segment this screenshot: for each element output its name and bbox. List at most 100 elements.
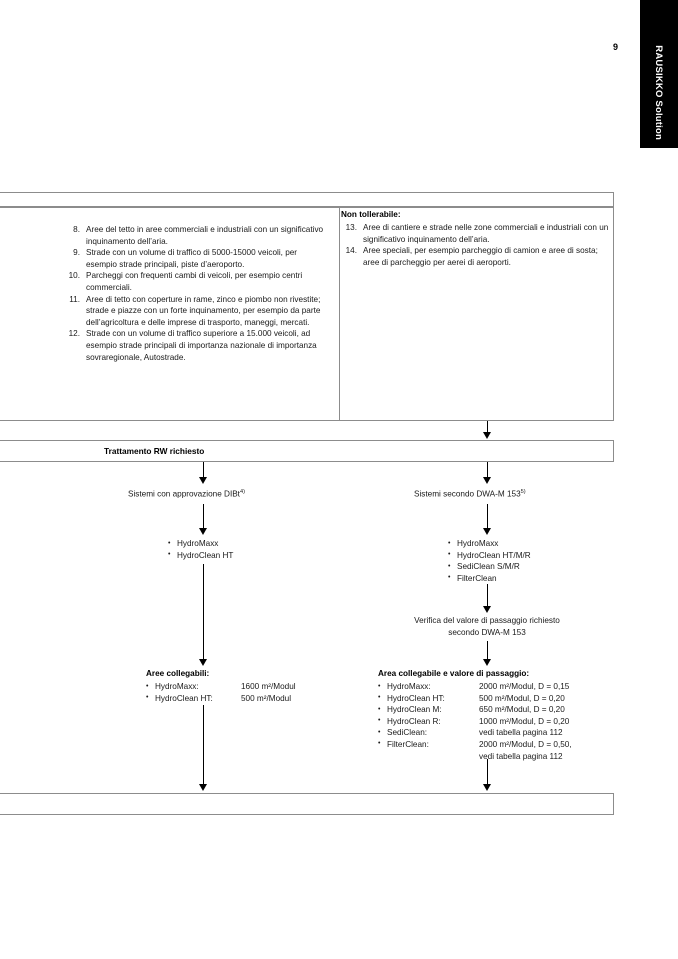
chapter-side-tab-label: RAUSIKKO Solution: [653, 45, 665, 140]
connector-line-right-specs-to-bottom: [487, 759, 488, 785]
left-branch-systems-list: HydroMaxx HydroClean HT: [168, 538, 233, 561]
spec-name: HydroMaxx:: [155, 682, 199, 691]
arrow-head-treatment-to-left-branch: [199, 477, 207, 484]
list-item: 9. Strade con un volume di traffico di 50…: [64, 247, 326, 270]
spec-name: HydroMaxx:: [387, 682, 431, 691]
list-item: HydroClean HT: 500 m²/Modul, D = 0,20: [378, 692, 572, 705]
list-item-number: 14.: [345, 246, 357, 256]
connector-line-left-systems-to-specs: [203, 564, 204, 664]
left-branch-spec-heading: Aree collegabili:: [146, 669, 210, 678]
spec-value: vedi tabella pagina 112: [479, 728, 563, 738]
list-item-text: Aree del tetto in aree commerciali e ind…: [86, 225, 324, 246]
right-branch-title-footnote: 5): [520, 489, 526, 495]
right-branch-note: Verifica del valore di passaggio richies…: [377, 615, 597, 638]
spec-value-continuation: vedi tabella pagina 112: [479, 751, 563, 761]
list-item-text: Aree di cantiere e strade nelle zone com…: [363, 223, 609, 244]
list-item-number: 8.: [73, 225, 80, 234]
spec-name: FilterClean:: [387, 739, 429, 749]
connector-line-left-specs-to-bottom: [203, 705, 204, 785]
arrow-head-right-note-to-specs: [483, 659, 491, 666]
criteria-left-column: 8. Aree del tetto in aree commerciali e i…: [64, 224, 326, 363]
spec-value: 500 m²/Modul: [241, 693, 292, 703]
spec-value: 2000 m²/Modul, D = 0,15: [479, 682, 570, 691]
connector-line-right-systems-to-note: [487, 584, 488, 608]
criteria-box-column-divider: [339, 208, 340, 420]
criteria-box: [0, 207, 614, 421]
list-item-number: 10.: [68, 271, 80, 281]
list-item-text: Aree di tetto con coperture in rame, zin…: [86, 294, 321, 327]
left-branch-title: Sistemi con approvazione DIBt4): [128, 489, 245, 499]
list-item: HydroClean R: 1000 m²/Modul, D = 0,20: [378, 715, 572, 728]
right-branch-note-line-1: Verifica del valore di passaggio richies…: [414, 616, 560, 625]
list-item: HydroMaxx: [448, 538, 531, 550]
list-item-number: 12.: [68, 329, 80, 339]
list-item: 12. Strade con un volume di traffico supe…: [64, 328, 326, 363]
treatment-required-bar: [0, 440, 614, 462]
connector-line-treatment-to-left-branch: [203, 462, 204, 479]
spec-value: 2000 m²/Modul, D = 0,50,: [479, 739, 572, 749]
spec-value: 500 m²/Modul, D = 0,20: [479, 693, 565, 703]
left-branch-title-footnote: 4): [239, 489, 245, 495]
right-branch-note-line-2: secondo DWA-M 153: [448, 627, 526, 637]
list-item: HydroClean HT: 500 m²/Modul: [146, 692, 296, 705]
list-item: HydroClean M: 650 m²/Modul, D = 0,20: [378, 704, 572, 716]
criteria-box-header-strip: [0, 192, 614, 207]
list-item: HydroClean HT/M/R: [448, 549, 531, 562]
bottom-result-bar: [0, 793, 614, 815]
list-item: SediClean S/M/R: [448, 561, 531, 573]
list-item: 11. Aree di tetto con coperture in rame, …: [64, 294, 326, 329]
right-branch-title: Sistemi secondo DWA-M 1535): [414, 489, 526, 499]
list-item: SediClean: vedi tabella pagina 112: [378, 727, 572, 739]
list-item-text: Strade con un volume di traffico di 5000…: [86, 248, 298, 269]
connector-line-criteria-to-treatment: [487, 421, 488, 434]
spec-name: HydroClean R:: [387, 716, 441, 726]
list-item: FilterClean: 2000 m²/Modul, D = 0,50, vedi…: [378, 738, 572, 762]
list-item-text: Parcheggi con frequenti cambi di veicoli…: [86, 271, 303, 292]
criteria-right-heading: Non tollerabile:: [341, 210, 401, 219]
arrow-head-treatment-to-right-branch: [483, 477, 491, 484]
treatment-required-label: Trattamento RW richiesto: [104, 446, 205, 456]
list-item-number: 13.: [345, 223, 357, 232]
left-branch-title-text: Sistemi con approvazione DIBt: [128, 489, 240, 499]
spec-name: HydroClean HT:: [387, 693, 445, 703]
list-item: 14. Aree speciali, per esempio parcheggio…: [341, 245, 609, 268]
connector-line-right-title-to-systems: [487, 504, 488, 530]
list-item: HydroMaxx: 1600 m²/Modul: [146, 681, 296, 693]
spec-value: 1600 m²/Modul: [241, 682, 296, 691]
list-item: FilterClean: [448, 572, 531, 585]
list-item-number: 11.: [69, 294, 80, 304]
spec-value: 1000 m²/Modul, D = 0,20: [479, 716, 570, 726]
arrow-head-right-title-to-systems: [483, 528, 491, 535]
spec-value: 650 m²/Modul, D = 0,20: [479, 705, 565, 715]
list-item: 8. Aree del tetto in aree commerciali e i…: [64, 224, 326, 247]
list-item-number: 9.: [73, 248, 80, 258]
criteria-right-list: 13. Aree di cantiere e strade nelle zone …: [341, 222, 609, 268]
spec-name: HydroClean HT:: [155, 693, 213, 703]
connector-line-right-note-to-specs: [487, 641, 488, 664]
arrow-head-left-specs-to-bottom: [199, 784, 207, 791]
connector-line-treatment-to-right-branch: [487, 462, 488, 479]
arrow-head-right-systems-to-note: [483, 606, 491, 613]
right-branch-title-text: Sistemi secondo DWA-M 153: [414, 489, 521, 499]
right-branch-spec-list: HydroMaxx: 2000 m²/Modul, D = 0,15 HydroC…: [378, 681, 572, 762]
arrow-head-criteria-to-treatment: [483, 432, 491, 439]
chapter-side-tab: RAUSIKKO Solution: [640, 0, 678, 148]
right-branch-spec-heading: Area collegabile e valore di passaggio:: [378, 669, 530, 678]
spec-name: SediClean:: [387, 728, 428, 738]
left-branch-spec-list: HydroMaxx: 1600 m²/Modul HydroClean HT: 50…: [146, 681, 296, 704]
list-item-text: Aree speciali, per esempio parcheggio di…: [363, 246, 598, 267]
arrow-head-left-title-to-systems: [199, 528, 207, 535]
list-item: HydroMaxx: 2000 m²/Modul, D = 0,15: [378, 681, 572, 693]
page-number: 9: [612, 42, 618, 52]
arrow-head-right-specs-to-bottom: [483, 784, 491, 791]
list-item: 13. Aree di cantiere e strade nelle zone …: [341, 222, 609, 245]
list-item: HydroMaxx: [168, 538, 233, 550]
criteria-right-column: Non tollerabile: 13. Aree di cantiere e s…: [341, 210, 609, 268]
arrow-head-left-systems-to-specs: [199, 659, 207, 666]
list-item: HydroClean HT: [168, 549, 233, 562]
list-item-text: Strade con un volume di traffico superio…: [86, 329, 317, 362]
right-branch-systems-list: HydroMaxx HydroClean HT/M/R SediClean S/…: [448, 538, 531, 584]
connector-line-left-title-to-systems: [203, 504, 204, 530]
list-item: 10. Parcheggi con frequenti cambi di veic…: [64, 270, 326, 293]
spec-name: HydroClean M:: [387, 705, 442, 715]
